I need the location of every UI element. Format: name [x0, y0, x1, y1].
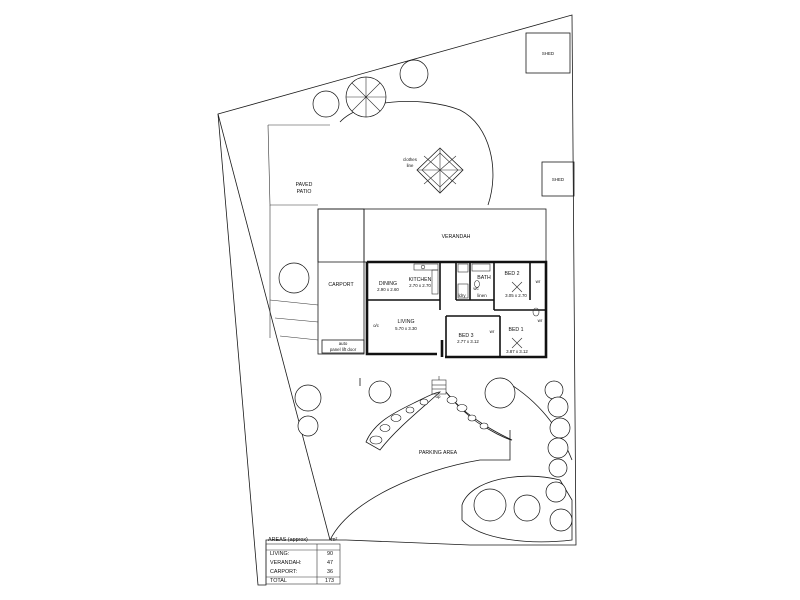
bed1-size: 3.87 x 3.12: [506, 349, 528, 354]
bed3-label: BED 3: [459, 333, 474, 339]
verandah-label: VERANDAH: [442, 234, 471, 240]
bed3-robe: wr: [490, 329, 495, 334]
areas-row-label: VERANDAH:: [270, 560, 301, 566]
oc-label: o/c: [373, 323, 380, 328]
clothes-line-label: clothes: [403, 157, 418, 162]
paved-patio-label-2: PATIO: [297, 189, 312, 195]
wc-label: wc: [473, 286, 479, 291]
shed-middle: [541, 161, 575, 197]
areas-row-label: LIVING:: [270, 551, 289, 557]
areas-row-value: 47: [327, 560, 333, 566]
boundary-left-edge: [217, 113, 331, 541]
interior-walls: [367, 262, 546, 357]
entry-steps: [431, 376, 447, 395]
clothes-line-icon: [416, 147, 464, 194]
bed3-size: 2.77 x 3.12: [457, 339, 479, 344]
trees: [278, 59, 573, 532]
shed-top: [525, 32, 571, 74]
auto-door-label-2: panel lift door: [330, 347, 357, 352]
kitchen-fixtures: [413, 263, 540, 317]
kitchen-label: KITCHEN: [409, 277, 432, 283]
verandah-area: [317, 208, 547, 263]
carport-area: [317, 208, 365, 355]
laundry-label: ldry: [458, 293, 466, 298]
shed-top-label: SHED: [542, 51, 554, 56]
areas-total-label: TOTAL: [270, 578, 287, 584]
bed2-label: BED 2: [505, 271, 520, 277]
areas-row-value: 36: [327, 569, 333, 575]
bed1-label: BED 1: [509, 327, 524, 333]
bed1-robe: wr: [538, 318, 543, 323]
site-boundary: [217, 14, 577, 586]
auto-door-label: auto: [339, 341, 348, 346]
shed-middle-label: SHED: [552, 177, 564, 182]
clothes-line-label-2: line: [407, 163, 414, 168]
parking-area-label: PARKING AREA: [419, 450, 458, 456]
areas-table: [265, 543, 341, 585]
kitchen-size: 2.70 x 2.70: [409, 283, 431, 288]
ceiling-fan-icon: [511, 281, 523, 349]
carport-label: CARPORT: [328, 282, 354, 288]
living-label: LIVING: [397, 319, 414, 325]
areas-unit: m²: [331, 537, 337, 543]
fence-line-lower: [269, 299, 319, 341]
areas-heading: AREAS (approx): [268, 537, 308, 543]
areas-row-label: CARPORT:: [270, 569, 297, 575]
areas-total-value: 173: [325, 578, 334, 584]
up-label: up: [436, 394, 441, 399]
dining-size: 2.90 x 2.60: [377, 287, 399, 292]
bath-label: BATH: [477, 275, 491, 281]
bed2-robe: wr: [536, 279, 541, 284]
linen-label: linen: [477, 293, 487, 298]
bed2-size: 3.05 x 2.70: [505, 293, 527, 298]
paved-patio-label: PAVED: [296, 182, 313, 188]
living-size: 5.70 x 3.30: [395, 326, 417, 331]
auto-door-box: [321, 339, 365, 354]
dining-label: DINING: [379, 281, 397, 287]
garden-rocks: [369, 396, 489, 445]
garden-bed-left: [365, 391, 442, 451]
areas-row-value: 90: [327, 551, 333, 557]
